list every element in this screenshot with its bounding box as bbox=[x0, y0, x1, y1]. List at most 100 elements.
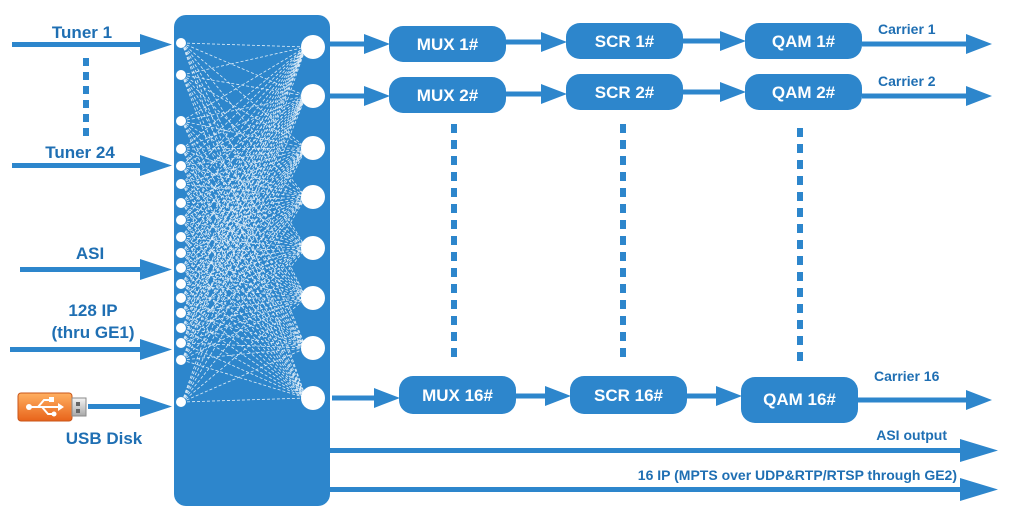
matrix-link bbox=[181, 46, 307, 314]
matrix-link bbox=[181, 74, 307, 198]
matrix-link bbox=[181, 165, 307, 299]
matrix-link bbox=[181, 196, 307, 269]
chain-arrow-head bbox=[966, 34, 992, 54]
matrix-link bbox=[181, 283, 307, 399]
matrix-link bbox=[181, 95, 307, 314]
matrix-link bbox=[181, 95, 307, 329]
matrix-link bbox=[181, 196, 307, 329]
matrix-input-node bbox=[176, 279, 186, 289]
matrix-link bbox=[181, 219, 307, 249]
matrix-link bbox=[181, 147, 307, 185]
matrix-link bbox=[181, 247, 307, 269]
matrix-link bbox=[181, 247, 307, 403]
usb-drive-icon bbox=[17, 392, 87, 422]
ip-output: 16 IP (MPTS over UDP&RTP/RTSP through GE… bbox=[330, 467, 998, 501]
chain-arrow-shaft bbox=[683, 38, 724, 44]
matrix-link bbox=[181, 120, 307, 299]
matrix-link bbox=[181, 46, 307, 221]
matrix-link bbox=[181, 347, 307, 403]
matrix-link bbox=[181, 297, 307, 403]
tuner-1-label: Tuner 1 bbox=[52, 23, 112, 42]
qam-1-label: QAM 1# bbox=[772, 32, 836, 51]
scr-16-box bbox=[570, 376, 687, 414]
scr-2-box bbox=[566, 74, 683, 110]
mux-16-box bbox=[399, 376, 516, 414]
matrix-link bbox=[181, 95, 307, 299]
matrix-link bbox=[181, 95, 307, 344]
matrix-link bbox=[181, 247, 307, 299]
matrix-link bbox=[181, 46, 307, 167]
matrix-link bbox=[181, 95, 307, 285]
chain-row-2: MUX 2# SCR 2# QAM 2# Carrier 2 bbox=[389, 73, 936, 113]
matrix-link bbox=[181, 46, 307, 269]
matrix-input-node bbox=[176, 198, 186, 208]
mux-1-label: MUX 1# bbox=[417, 35, 479, 54]
qam-16-label: QAM 16# bbox=[763, 390, 836, 409]
matrix-link bbox=[181, 147, 307, 254]
matrix-link bbox=[181, 196, 307, 221]
matrix-link bbox=[181, 147, 307, 329]
matrix-input-node bbox=[176, 293, 186, 303]
chain-row-16: MUX 16# SCR 16# QAM 16# Carrier 16 bbox=[399, 368, 940, 423]
matrix-output-node bbox=[301, 286, 325, 310]
matrix-input-node bbox=[176, 355, 186, 365]
chain-arrow-head bbox=[545, 386, 571, 406]
matrix-link bbox=[181, 147, 307, 269]
matrix-link bbox=[181, 347, 307, 361]
asi-output: ASI output bbox=[330, 427, 998, 462]
matrix-link bbox=[181, 42, 307, 149]
matrix-link bbox=[181, 42, 307, 198]
matrix-link bbox=[181, 196, 307, 238]
matrix-link bbox=[181, 46, 307, 254]
matrix-input-node bbox=[176, 263, 186, 273]
matrix-link bbox=[181, 219, 307, 399]
matrix-link bbox=[181, 247, 307, 314]
matrix-link bbox=[181, 95, 307, 238]
matrix-link bbox=[181, 165, 307, 349]
asi-output-label: ASI output bbox=[876, 427, 947, 443]
matrix-output-node bbox=[301, 336, 325, 360]
ip-output-label: 16 IP (MPTS over UDP&RTP/RTSP through GE… bbox=[638, 467, 957, 483]
matrix-input-node bbox=[176, 338, 186, 348]
matrix-input-node bbox=[176, 397, 186, 407]
input-arrows bbox=[10, 34, 172, 417]
chain-arrow-head bbox=[364, 86, 390, 106]
asi-input-arrow bbox=[20, 259, 172, 280]
matrix-link bbox=[181, 120, 307, 198]
chain-arrow-shaft bbox=[330, 93, 368, 99]
matrix-link bbox=[181, 46, 307, 299]
matrix-link bbox=[181, 120, 307, 399]
matrix-link bbox=[181, 247, 307, 361]
matrix-link bbox=[181, 359, 307, 399]
chain-arrow-shaft bbox=[332, 395, 378, 401]
matrix-input-node bbox=[176, 70, 186, 80]
usb-symbol-icon bbox=[30, 399, 60, 415]
tuner-24-arrow bbox=[12, 155, 172, 176]
matrix-link bbox=[181, 147, 307, 238]
matrix-link bbox=[181, 42, 307, 48]
matrix-link bbox=[181, 46, 307, 403]
matrix-link bbox=[181, 183, 307, 299]
matrix-link bbox=[181, 283, 307, 349]
matrix-input-node bbox=[176, 38, 186, 48]
matrix-link bbox=[181, 95, 307, 269]
switch-matrix bbox=[174, 15, 330, 506]
matrix-link bbox=[181, 236, 307, 399]
carrier-2-label: Carrier 2 bbox=[878, 73, 936, 89]
matrix-link bbox=[181, 397, 307, 403]
matrix-link bbox=[181, 74, 307, 299]
matrix-output-node bbox=[301, 35, 325, 59]
matrix-link bbox=[181, 74, 307, 97]
matrix-link bbox=[181, 120, 307, 249]
matrix-link bbox=[181, 74, 307, 149]
usb-disk-label: USB Disk bbox=[66, 429, 143, 448]
qam-1-box bbox=[745, 23, 862, 59]
carrier-16-label: Carrier 16 bbox=[874, 368, 940, 384]
chain-arrow-shaft bbox=[858, 397, 970, 403]
matrix-input-node bbox=[176, 323, 186, 333]
matrix-input-node bbox=[176, 215, 186, 225]
matrix-link bbox=[181, 148, 307, 198]
matrix-link bbox=[181, 46, 307, 204]
